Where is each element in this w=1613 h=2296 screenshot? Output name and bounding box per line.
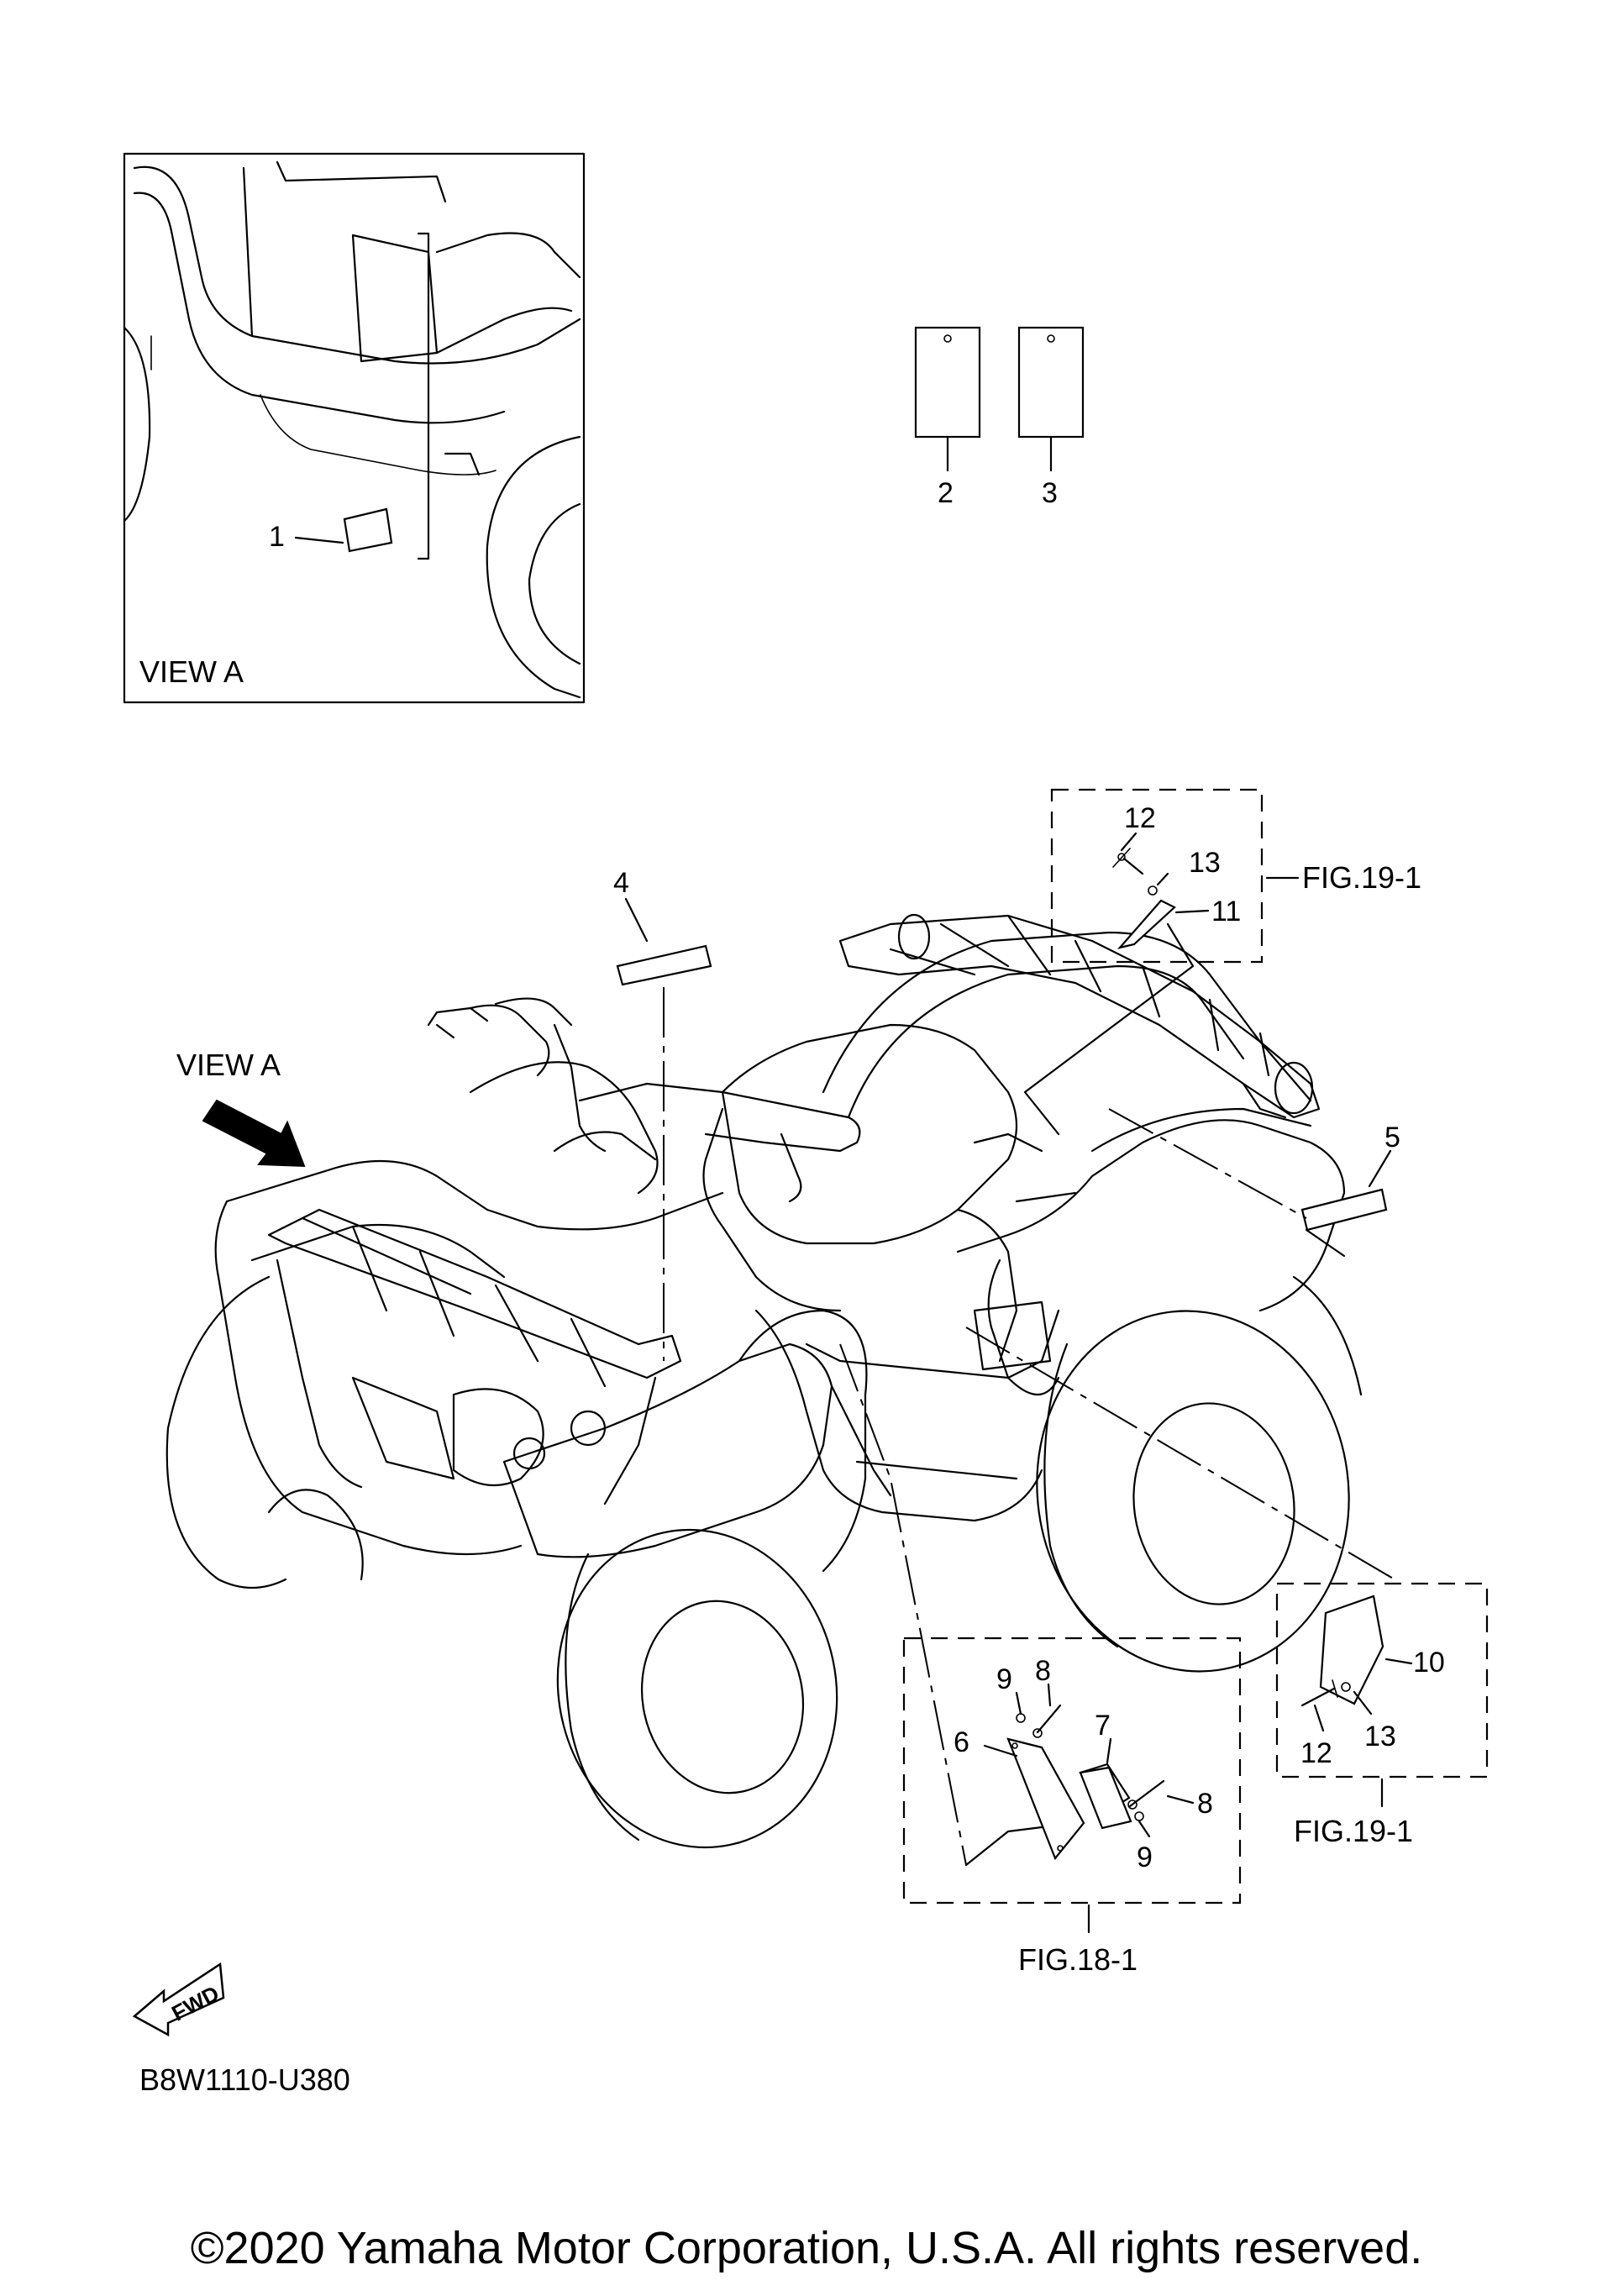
atv-illustration: [166, 913, 1363, 1849]
callout-4: 4: [613, 867, 629, 899]
callout-3: 3: [1042, 477, 1058, 509]
fig19-right-callout-13: 13: [1364, 1721, 1396, 1752]
decal-4: 4: [613, 867, 712, 1361]
fig18-callout-8b: 8: [1197, 1788, 1213, 1820]
fig19-top-callout-12: 12: [1124, 802, 1156, 834]
fig18-detail: FIG.18-1 6 9 8 7 8 9: [839, 1343, 1242, 1977]
inset-frame: [123, 152, 586, 704]
fig18-callout-7: 7: [1095, 1710, 1111, 1742]
fig19-top-detail: FIG.19-1 12 13 11: [1023, 788, 1421, 1136]
fwd-badge: FWD: [132, 1962, 225, 2037]
fig18-callout-9a: 9: [996, 1663, 1012, 1695]
tag-3: 3: [1017, 326, 1085, 509]
tag-2: 2: [914, 326, 981, 509]
fig19-top-callout-11: 11: [1211, 896, 1241, 927]
fig19-right-detail: FIG.19-1 10 12 13: [965, 1327, 1489, 1848]
fig19-right-frame: [1275, 1582, 1489, 1778]
callout-2: 2: [938, 477, 954, 509]
fwd-arrow-icon: [132, 1962, 225, 2037]
callout-5: 5: [1384, 1122, 1400, 1153]
fig18-frame: [902, 1637, 1242, 1905]
copyright-notice: ©2020 Yamaha Motor Corporation, U.S.A. A…: [190, 2223, 1423, 2273]
fig19-right-callout-12: 12: [1300, 1737, 1332, 1769]
view-direction-arrow: [202, 1099, 306, 1168]
fig18-callout-6: 6: [954, 1726, 969, 1758]
view-a-arrow-label: VIEW A: [176, 1048, 281, 1082]
decal-1: [343, 507, 393, 553]
decal-5: 5: [1108, 1108, 1400, 1258]
view-a-arrow: VIEW A: [176, 1048, 306, 1168]
fig19-top-frame: [1050, 788, 1264, 964]
fig18-label: FIG.18-1: [1018, 1942, 1138, 1977]
view-a-label: VIEW A: [139, 654, 244, 689]
fig19-right-label: FIG.19-1: [1294, 1814, 1413, 1848]
inset-atv-sketch: [123, 160, 581, 699]
fig19-right-callout-10: 10: [1413, 1647, 1445, 1679]
fig18-callout-8a: 8: [1035, 1655, 1051, 1687]
view-a-inset: 1 VIEW A: [123, 152, 586, 704]
fig19-top-callout-13: 13: [1189, 847, 1221, 879]
callout-1: 1: [269, 521, 285, 553]
fig19-top-label: FIG.19-1: [1302, 860, 1421, 895]
diagram-code: B8W1110-U380: [139, 2062, 350, 2097]
fig18-callout-9b: 9: [1137, 1842, 1153, 1873]
